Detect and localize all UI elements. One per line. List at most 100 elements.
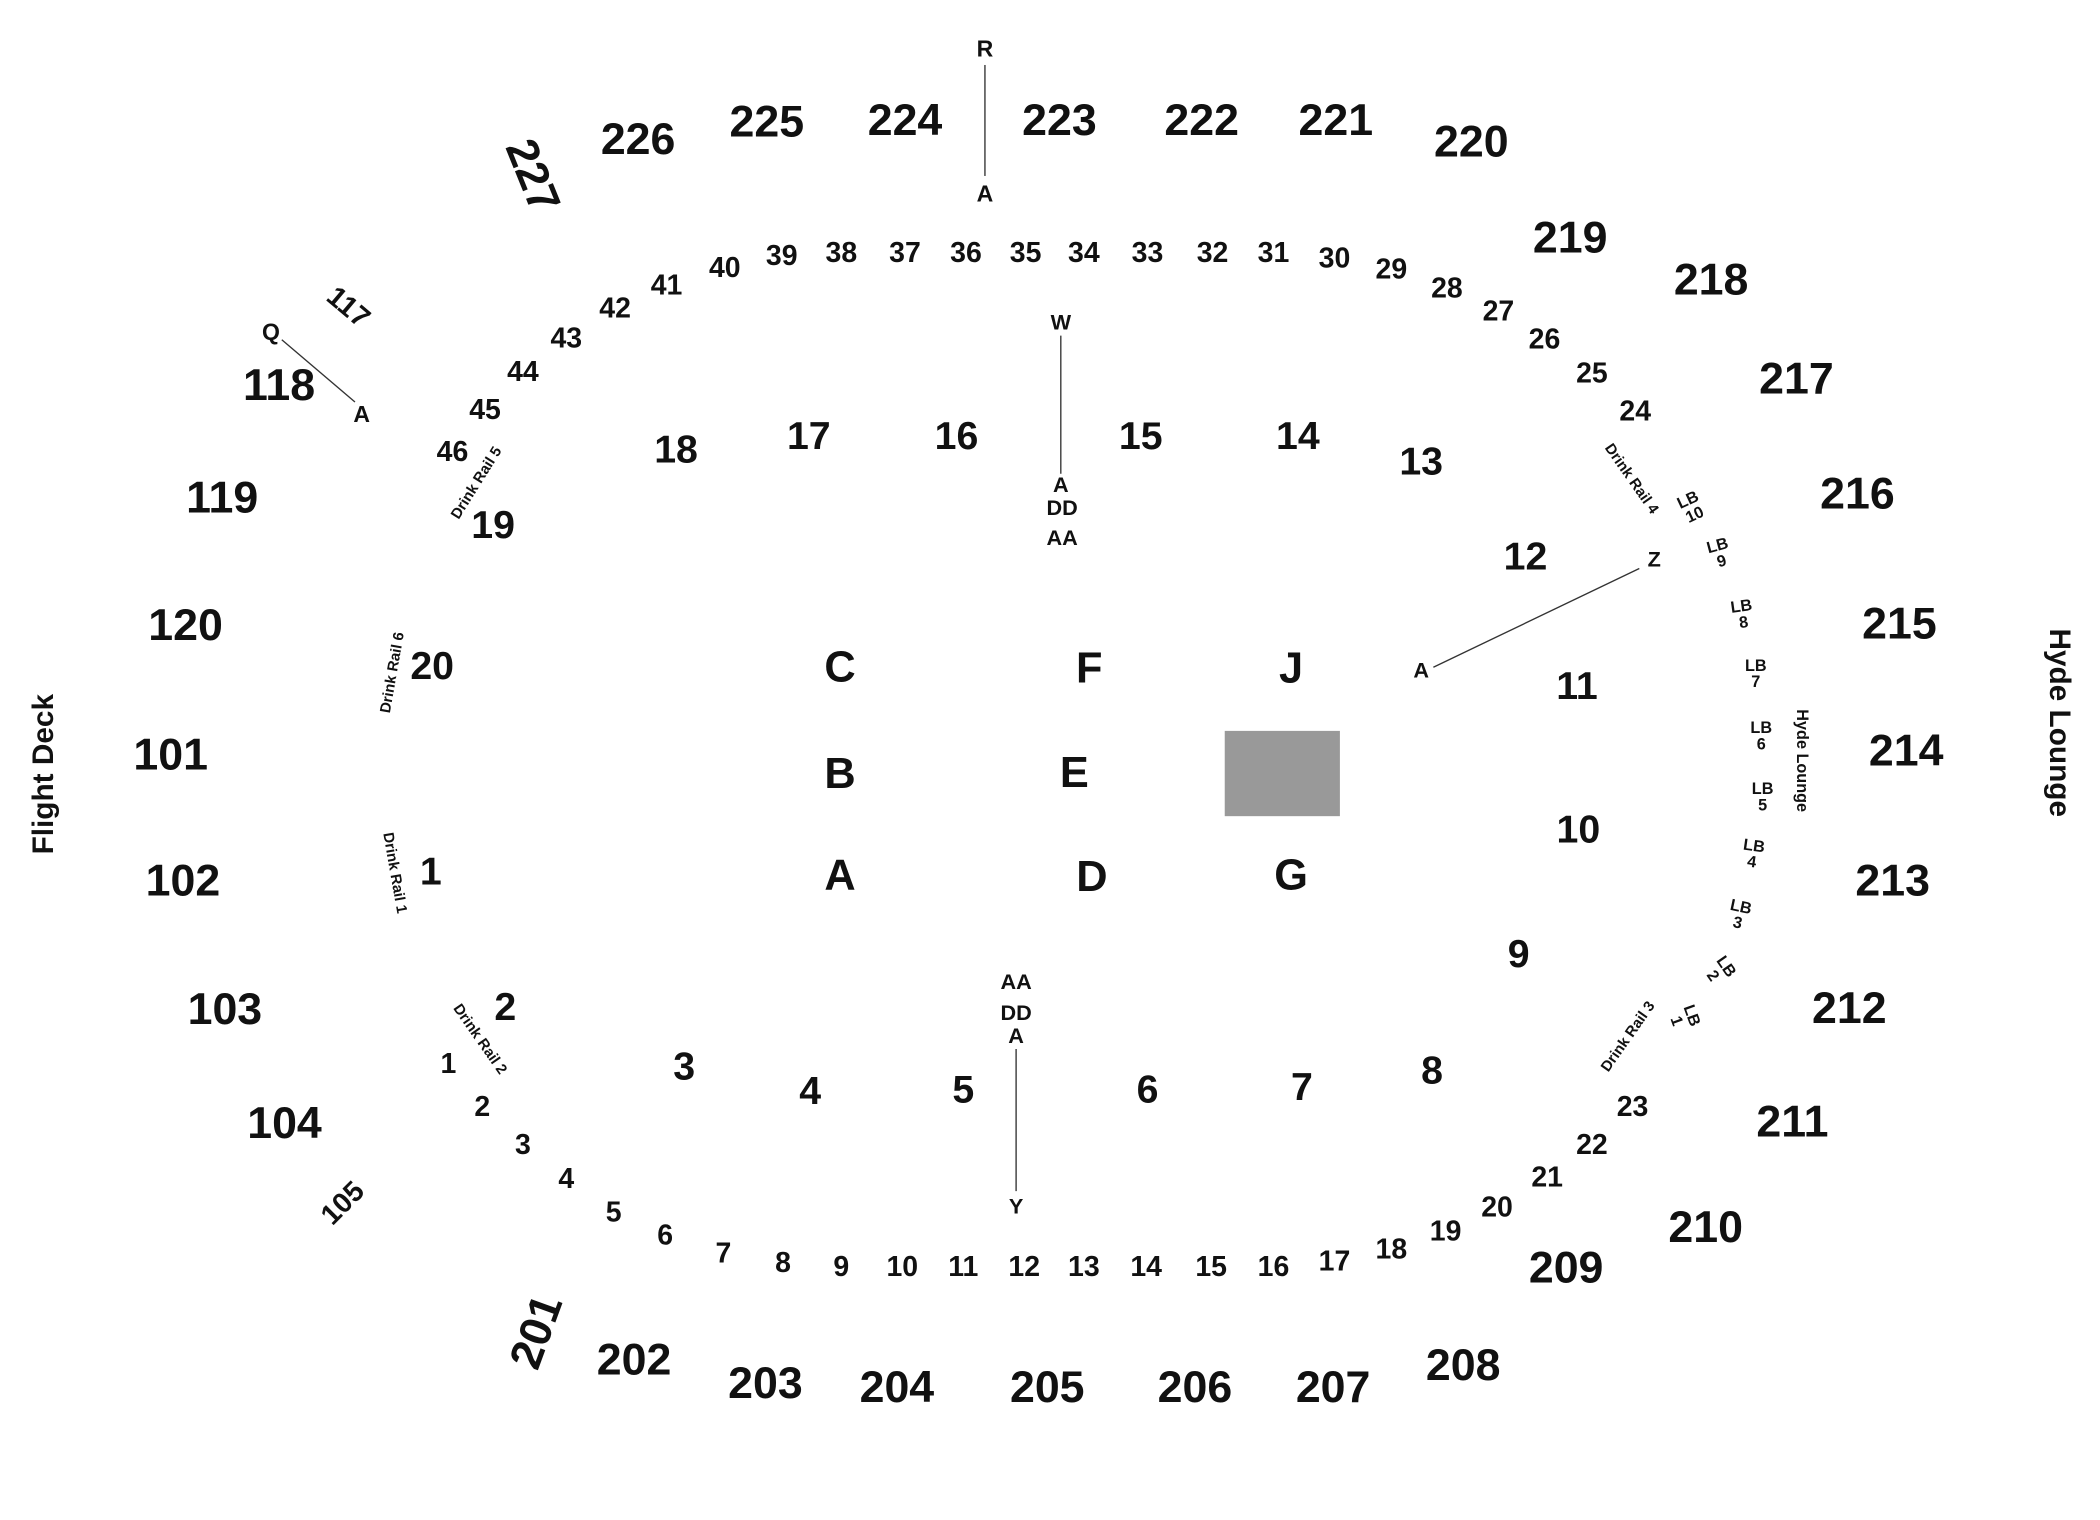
ring-row[interactable]: 11 xyxy=(948,1251,978,1283)
drink-rail-6[interactable]: Drink Rail 6 xyxy=(378,631,408,714)
floor-section-14[interactable]: 14 xyxy=(1276,414,1320,458)
loge-box-1[interactable]: LB 1 xyxy=(1664,1002,1704,1034)
ring-row[interactable]: 45 xyxy=(469,394,501,426)
ring-row[interactable]: 8 xyxy=(775,1247,791,1279)
section-203[interactable]: 203 xyxy=(728,1359,803,1408)
loge-box-8[interactable]: LB 8 xyxy=(1729,596,1755,633)
ring-row[interactable]: 16 xyxy=(1258,1251,1290,1283)
section-209[interactable]: 209 xyxy=(1529,1244,1604,1293)
ring-row[interactable]: 44 xyxy=(507,356,539,388)
ring-row[interactable]: 25 xyxy=(1576,358,1608,390)
floor-section-12[interactable]: 12 xyxy=(1504,534,1548,578)
ring-row[interactable]: 22 xyxy=(1576,1129,1608,1161)
ring-row[interactable]: 37 xyxy=(889,237,921,269)
section-217[interactable]: 217 xyxy=(1759,354,1834,403)
floor-letter-e[interactable]: E xyxy=(1060,749,1089,797)
ring-row[interactable]: 7 xyxy=(716,1237,732,1269)
section-214[interactable]: 214 xyxy=(1869,727,1944,776)
ring-row[interactable]: 40 xyxy=(709,252,741,284)
loge-box-3[interactable]: LB 3 xyxy=(1725,896,1754,934)
floor-section-18[interactable]: 18 xyxy=(654,427,698,471)
ring-row[interactable]: 9 xyxy=(833,1251,849,1283)
ring-row[interactable]: 27 xyxy=(1483,295,1515,327)
floor-section-17[interactable]: 17 xyxy=(787,414,831,458)
ring-row[interactable]: 38 xyxy=(826,237,858,269)
ring-row[interactable]: 14 xyxy=(1130,1251,1162,1283)
section-119[interactable]: 119 xyxy=(186,474,258,523)
section-205[interactable]: 205 xyxy=(1010,1363,1085,1412)
ring-row[interactable]: 28 xyxy=(1431,272,1463,304)
ring-row[interactable]: 39 xyxy=(766,240,798,272)
ring-row[interactable]: 19 xyxy=(1430,1216,1462,1248)
floor-letter-g[interactable]: G xyxy=(1274,852,1308,900)
ring-row[interactable]: 33 xyxy=(1132,237,1164,269)
ring-row[interactable]: 15 xyxy=(1195,1251,1227,1283)
section-102[interactable]: 102 xyxy=(146,857,221,906)
ring-row[interactable]: 29 xyxy=(1376,253,1408,285)
ring-row[interactable]: 17 xyxy=(1319,1245,1351,1277)
ring-row[interactable]: 35 xyxy=(1010,237,1042,269)
drink-rail-4[interactable]: Drink Rail 4 xyxy=(1601,441,1661,518)
floor-section-7[interactable]: 7 xyxy=(1291,1065,1313,1109)
ring-row[interactable]: 18 xyxy=(1376,1233,1408,1265)
ring-row[interactable]: 26 xyxy=(1529,324,1561,356)
ring-row[interactable]: 6 xyxy=(657,1220,673,1252)
section-213[interactable]: 213 xyxy=(1855,857,1930,906)
ring-row[interactable]: 13 xyxy=(1068,1251,1100,1283)
section-222[interactable]: 222 xyxy=(1164,96,1239,145)
section-207[interactable]: 207 xyxy=(1296,1363,1371,1412)
loge-box-5[interactable]: LB 5 xyxy=(1752,780,1774,814)
floor-section-15[interactable]: 15 xyxy=(1119,414,1163,458)
ring-row[interactable]: 12 xyxy=(1008,1251,1040,1283)
loge-box-2[interactable]: LB 2 xyxy=(1699,953,1740,990)
floor-section-13[interactable]: 13 xyxy=(1399,440,1443,484)
section-219[interactable]: 219 xyxy=(1533,214,1608,263)
floor-letter-a[interactable]: A xyxy=(824,852,855,900)
section-201[interactable]: 201 xyxy=(501,1288,573,1375)
ring-row[interactable]: 3 xyxy=(515,1129,531,1161)
floor-section-10[interactable]: 10 xyxy=(1556,808,1600,852)
ring-row[interactable]: 31 xyxy=(1258,237,1290,269)
floor-letter-j[interactable]: J xyxy=(1279,645,1303,693)
floor-section-5[interactable]: 5 xyxy=(952,1068,974,1112)
section-223[interactable]: 223 xyxy=(1022,96,1097,145)
floor-section-16[interactable]: 16 xyxy=(935,414,979,458)
ring-row[interactable]: 30 xyxy=(1319,243,1351,275)
ring-row[interactable]: 46 xyxy=(437,436,469,468)
section-210[interactable]: 210 xyxy=(1668,1203,1743,1252)
ring-row[interactable]: 1 xyxy=(441,1048,457,1080)
floor-section-6[interactable]: 6 xyxy=(1137,1068,1159,1112)
ring-row[interactable]: 10 xyxy=(886,1251,918,1283)
floor-section-9[interactable]: 9 xyxy=(1508,932,1530,976)
drink-rail-1[interactable]: Drink Rail 1 xyxy=(379,831,409,914)
ring-row[interactable]: 20 xyxy=(1481,1191,1513,1223)
floor-section-1[interactable]: 1 xyxy=(420,850,442,894)
ring-row[interactable]: 4 xyxy=(558,1163,574,1195)
section-104[interactable]: 104 xyxy=(247,1099,322,1148)
floor-letter-d[interactable]: D xyxy=(1076,853,1107,901)
section-220[interactable]: 220 xyxy=(1434,118,1509,167)
ring-row[interactable]: 23 xyxy=(1617,1091,1649,1123)
ring-row[interactable]: 36 xyxy=(950,237,982,269)
ring-row[interactable]: 42 xyxy=(599,293,631,325)
section-118[interactable]: 118 xyxy=(243,361,315,410)
section-120[interactable]: 120 xyxy=(148,601,223,650)
loge-box-6[interactable]: LB 6 xyxy=(1750,719,1772,753)
section-216[interactable]: 216 xyxy=(1820,470,1895,519)
ring-row[interactable]: 32 xyxy=(1197,237,1229,269)
floor-letter-c[interactable]: C xyxy=(824,643,855,691)
ring-row[interactable]: 41 xyxy=(651,270,683,302)
floor-section-19[interactable]: 19 xyxy=(471,503,515,547)
section-117[interactable]: 117 xyxy=(320,280,376,334)
ring-row[interactable]: 5 xyxy=(606,1197,622,1229)
floor-section-8[interactable]: 8 xyxy=(1421,1049,1443,1093)
section-211[interactable]: 211 xyxy=(1756,1098,1828,1147)
loge-box-4[interactable]: LB 4 xyxy=(1740,836,1766,873)
section-224[interactable]: 224 xyxy=(868,96,943,145)
ring-row[interactable]: 34 xyxy=(1068,237,1100,269)
floor-section-4[interactable]: 4 xyxy=(799,1069,821,1113)
section-204[interactable]: 204 xyxy=(860,1363,935,1412)
section-208[interactable]: 208 xyxy=(1426,1341,1501,1390)
section-215[interactable]: 215 xyxy=(1862,599,1937,648)
floor-letter-b[interactable]: B xyxy=(824,750,855,798)
